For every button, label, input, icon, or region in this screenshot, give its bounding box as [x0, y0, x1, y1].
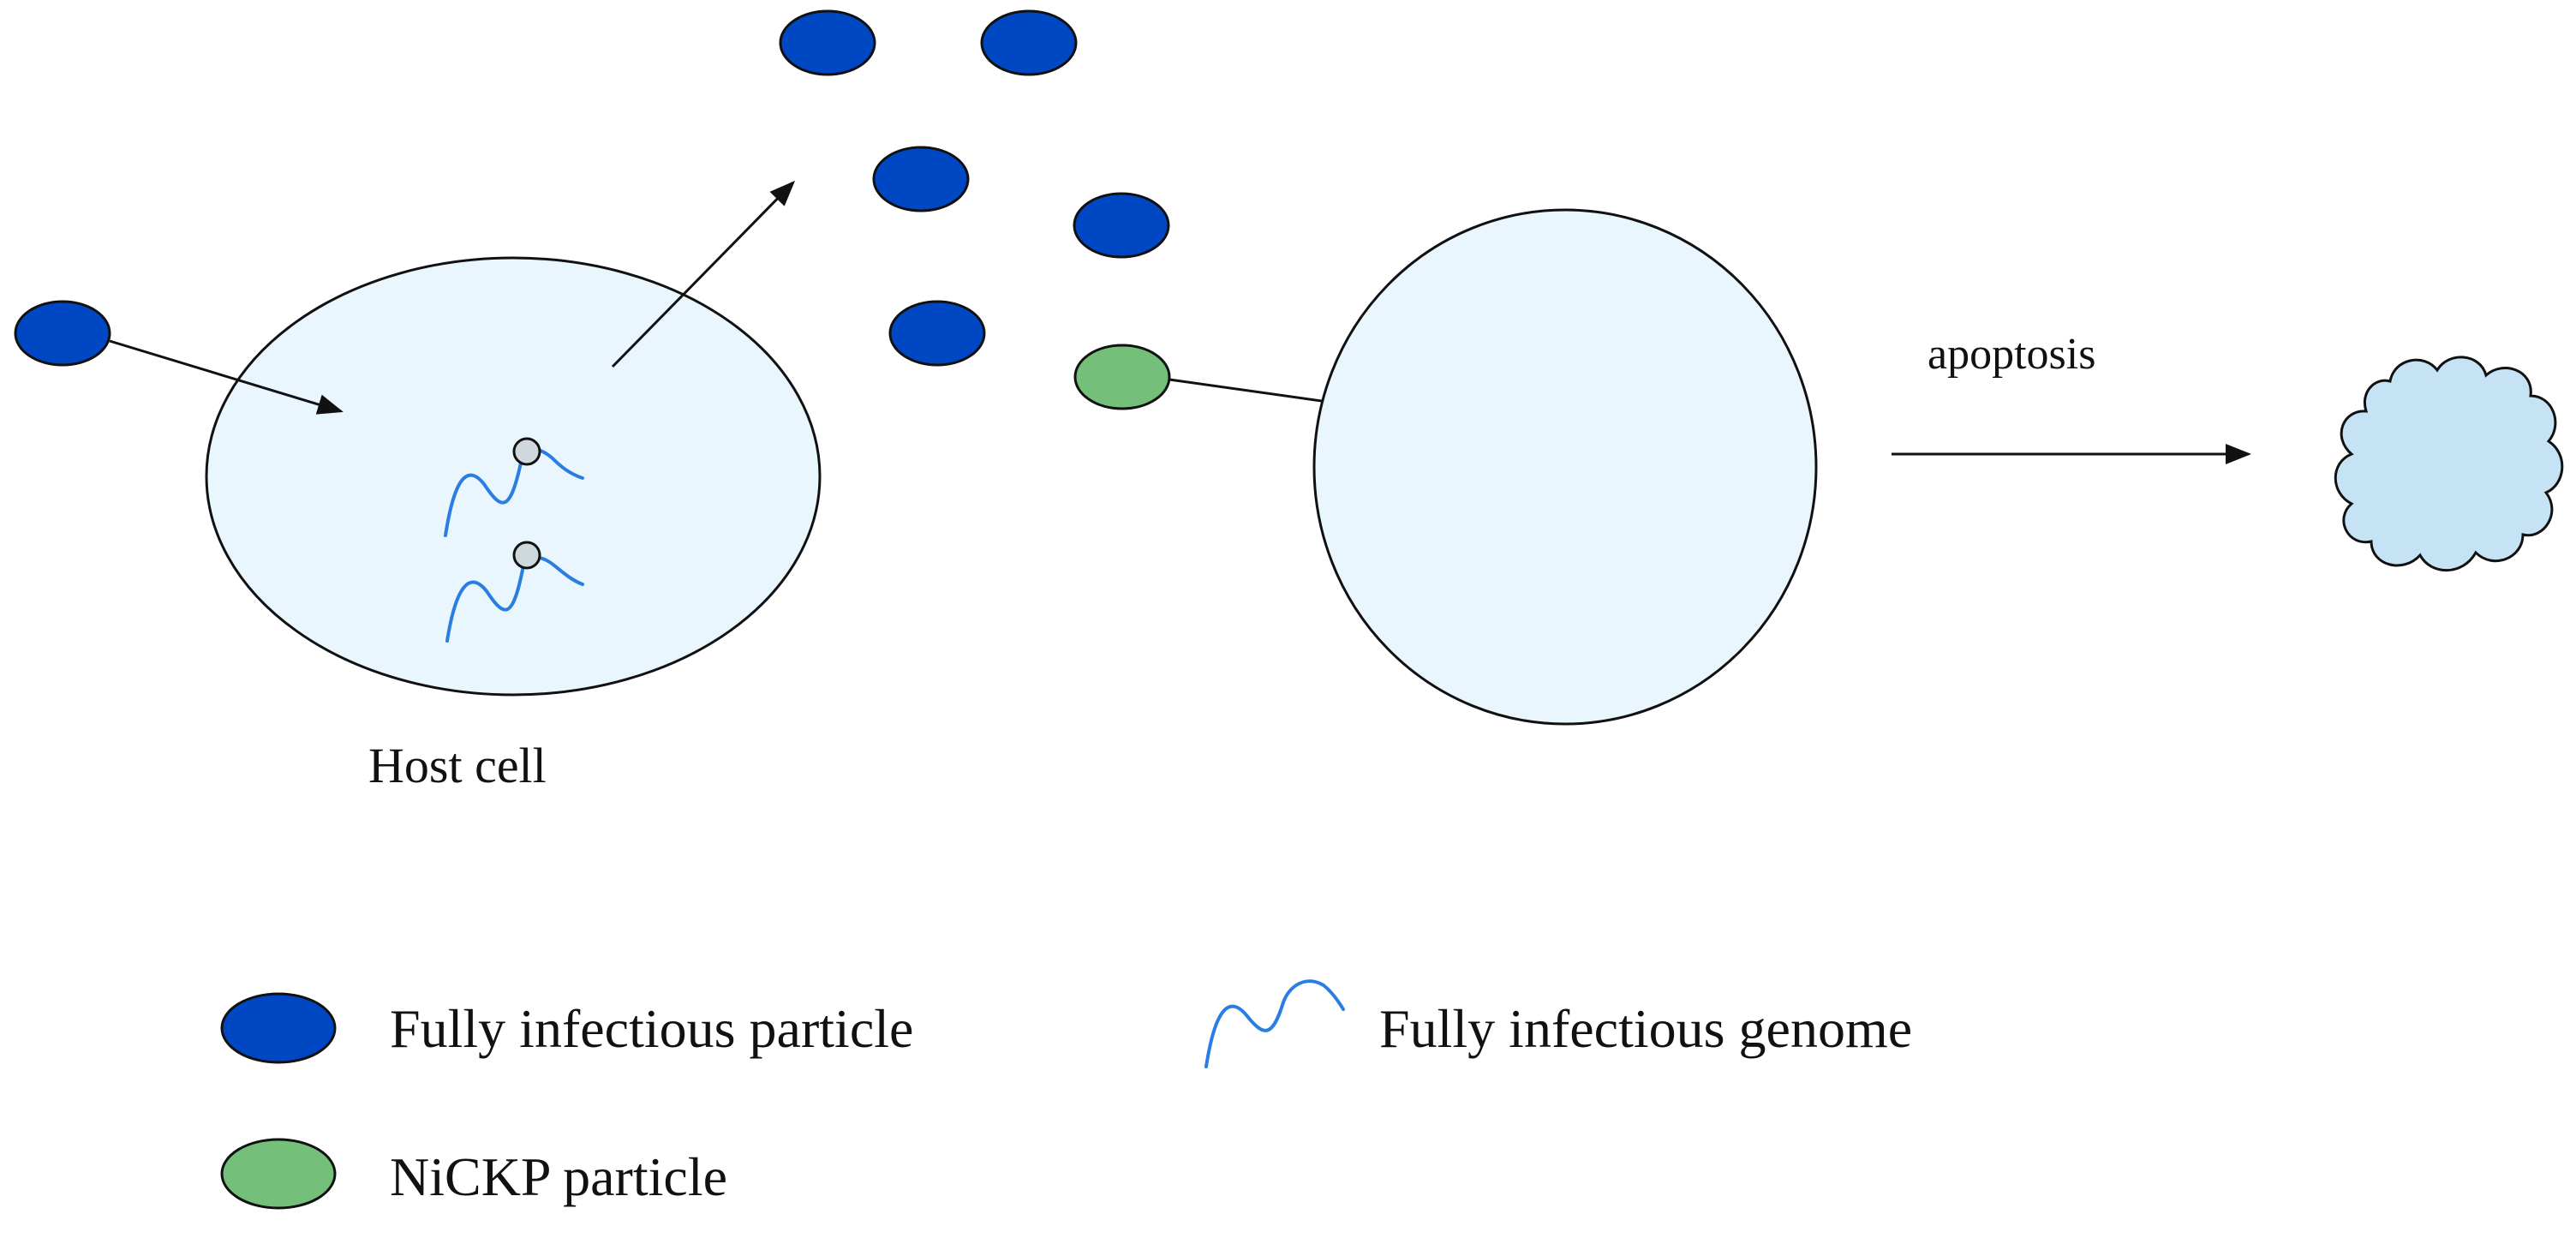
- entry-arrow: [109, 339, 344, 415]
- genome-icon: [444, 447, 584, 537]
- legend-nickp-particle-icon: [220, 1138, 337, 1210]
- released-infectious-particle: [980, 9, 1078, 76]
- incoming-infectious-particle: [14, 300, 111, 367]
- apoptotic-body-cloud-icon: [2334, 356, 2564, 572]
- genome-group-2: [445, 541, 584, 643]
- host-cell-label: Host cell: [368, 738, 547, 793]
- released-infectious-particle: [779, 9, 876, 76]
- genome-group-1: [444, 437, 584, 537]
- legend-infectious-genome-label: Fully infectious genome: [1379, 998, 1912, 1059]
- released-infectious-particle: [888, 300, 986, 367]
- release-arrow: [611, 180, 796, 368]
- legend-nickp-particle-label: NiCKP particle: [390, 1146, 727, 1207]
- second-cell: [1312, 208, 1818, 726]
- genome-bead: [512, 437, 541, 466]
- legend-genome-wavy-line-icon: [1204, 979, 1345, 1068]
- genome-bead: [512, 541, 541, 570]
- nickp-particle: [1073, 344, 1171, 410]
- released-infectious-particle: [872, 146, 970, 212]
- released-infectious-particle: [1073, 192, 1170, 259]
- legend: Fully infectious particle Fully infectio…: [220, 979, 1912, 1210]
- apoptosis-label: apoptosis: [1928, 330, 2095, 379]
- genome-icon: [445, 555, 584, 643]
- host-cell: [205, 256, 822, 697]
- legend-infectious-particle-label: Fully infectious particle: [390, 998, 913, 1059]
- legend-infectious-particle-icon: [220, 992, 337, 1064]
